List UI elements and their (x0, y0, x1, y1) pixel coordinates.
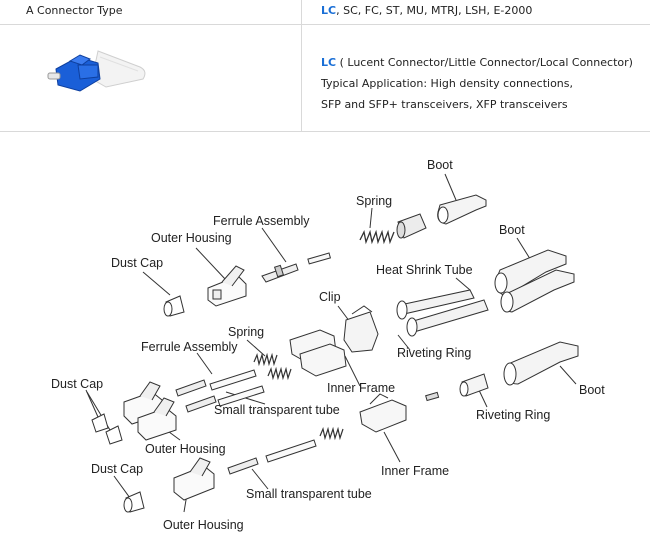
label-heat-shrink-tube: Heat Shrink Tube (376, 263, 473, 277)
label-boot-bottom-right: Boot (579, 383, 605, 397)
outer-housing-part-bottom (173, 457, 215, 501)
label-boot-top: Boot (427, 158, 453, 172)
desc-line-3: SFP and SFP+ transceivers, XFP transceiv… (321, 98, 568, 111)
ferrule-part-top (261, 263, 299, 283)
small-tube-part-top (307, 252, 332, 265)
spring-part-top (359, 229, 395, 245)
label-ferrule-assembly-top: Ferrule Assembly (213, 214, 310, 228)
label-outer-housing-mid: Outer Housing (145, 442, 226, 456)
boot-part-bottom-right (503, 341, 579, 386)
lc-description: LC ( Lucent Connector/Little Connector/L… (321, 52, 633, 115)
outer-housing-part-mid (123, 381, 177, 441)
spring-part-bottom (319, 426, 344, 441)
spring-part-mid (253, 352, 292, 381)
label-small-tube-mid: Small transparent tube (214, 403, 340, 417)
label-spring-mid: Spring (228, 325, 265, 339)
label-outer-housing-top: Outer Housing (151, 231, 232, 245)
outer-housing-part-top (207, 265, 247, 307)
label-outer-housing-bottom: Outer Housing (163, 518, 244, 532)
heat-shrink-tube-part (396, 289, 489, 337)
label-clip: Clip (319, 290, 341, 304)
riveting-ring-part-bottom (459, 373, 489, 397)
dust-cap-part-bottom (123, 491, 145, 513)
lc-accent-label: LC (321, 4, 337, 17)
label-boot-right: Boot (499, 223, 525, 237)
table-content-row: LC ( Lucent Connector/Little Connector/L… (0, 25, 650, 132)
desc-line-1-text: ( Lucent Connector/Little Connector/Loca… (336, 56, 633, 69)
label-riveting-ring-bottom: Riveting Ring (476, 408, 551, 422)
small-tube-part-mid (209, 369, 265, 407)
lc-connector-image (47, 50, 146, 92)
small-tube-part-bottom (265, 439, 317, 463)
dust-cap-part-top (163, 295, 185, 317)
boot-part-top (437, 194, 487, 225)
label-small-tube-bottom: Small transparent tube (246, 487, 372, 501)
column-header-connector-type: A Connector Type (26, 4, 123, 17)
label-inner-frame-bottom: Inner Frame (381, 464, 450, 478)
label-dust-cap-mid: Dust Cap (51, 377, 104, 391)
label-dust-cap-top: Dust Cap (111, 256, 164, 270)
inner-frame-part-mid (289, 329, 347, 377)
small-pin-part (425, 391, 440, 402)
desc-line-1: LC ( Lucent Connector/Little Connector/L… (321, 52, 633, 73)
label-ferrule-assembly-mid: Ferrule Assembly (141, 340, 238, 354)
table-header-row: A Connector Type LC, SC, FC, ST, MU, MTR… (0, 0, 650, 25)
connector-type-table: A Connector Type LC, SC, FC, ST, MU, MTR… (0, 0, 650, 132)
desc-lc-accent: LC (321, 56, 337, 69)
inner-frame-part-bottom (359, 393, 407, 433)
desc-line-2: Typical Application: High density connec… (321, 77, 574, 90)
table-column-divider (301, 0, 302, 132)
label-inner-frame-mid: Inner Frame (327, 381, 396, 395)
ferrule-part-bottom (227, 457, 259, 475)
connector-types-list: LC, SC, FC, ST, MU, MTRJ, LSH, E-2000 (321, 4, 532, 17)
clip-part (343, 305, 379, 353)
ferrule-part-mid (175, 379, 217, 413)
label-spring-top: Spring (356, 194, 393, 208)
inner-frame-part-top (396, 213, 427, 239)
connector-types-rest: , SC, FC, ST, MU, MTRJ, LSH, E-2000 (336, 4, 533, 17)
dust-cap-part-mid (91, 413, 123, 445)
boot-part-right (494, 249, 575, 313)
label-dust-cap-bottom: Dust Cap (91, 462, 144, 476)
label-riveting-ring-mid: Riveting Ring (397, 346, 472, 360)
